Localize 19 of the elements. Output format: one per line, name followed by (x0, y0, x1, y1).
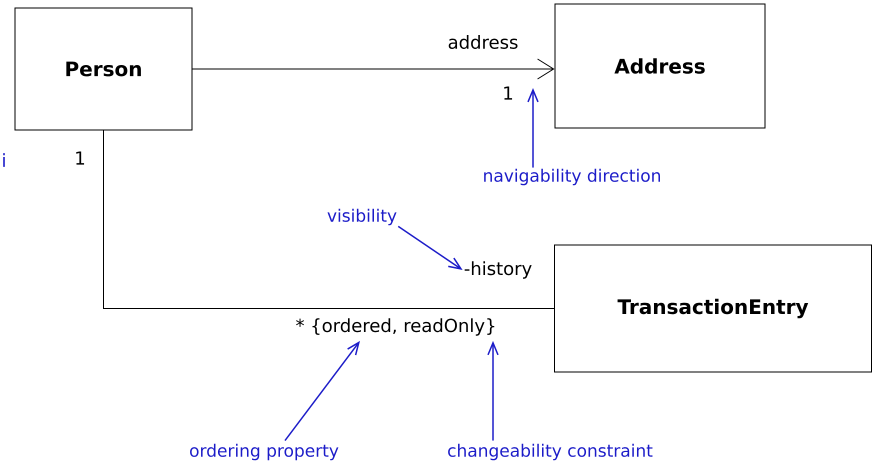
edge-label: address (446, 34, 520, 50)
annotation-text: i (3, 153, 5, 167)
annotation-text: ordering property (190, 444, 338, 460)
leader-arrow (398, 226, 463, 270)
annotation-text: changeability constraint (448, 444, 652, 460)
class-box: Person (14, 8, 192, 130)
association-arrow (192, 58, 554, 80)
annotation-text: visibility (327, 208, 397, 226)
multiplicity-label: 1 (504, 86, 512, 100)
leader-arrow (527, 88, 539, 168)
multiplicity-label: 1 (76, 151, 84, 165)
class-box: Address (554, 4, 766, 128)
leader-arrow (487, 340, 499, 441)
annotation-text: navigability direction (484, 168, 660, 186)
association-line (103, 130, 554, 309)
association-text: * {ordered, readOnly} (296, 318, 494, 336)
association-text: -history (464, 261, 532, 279)
leader-arrow (284, 340, 360, 442)
class-box: TransactionEntry (554, 244, 872, 372)
